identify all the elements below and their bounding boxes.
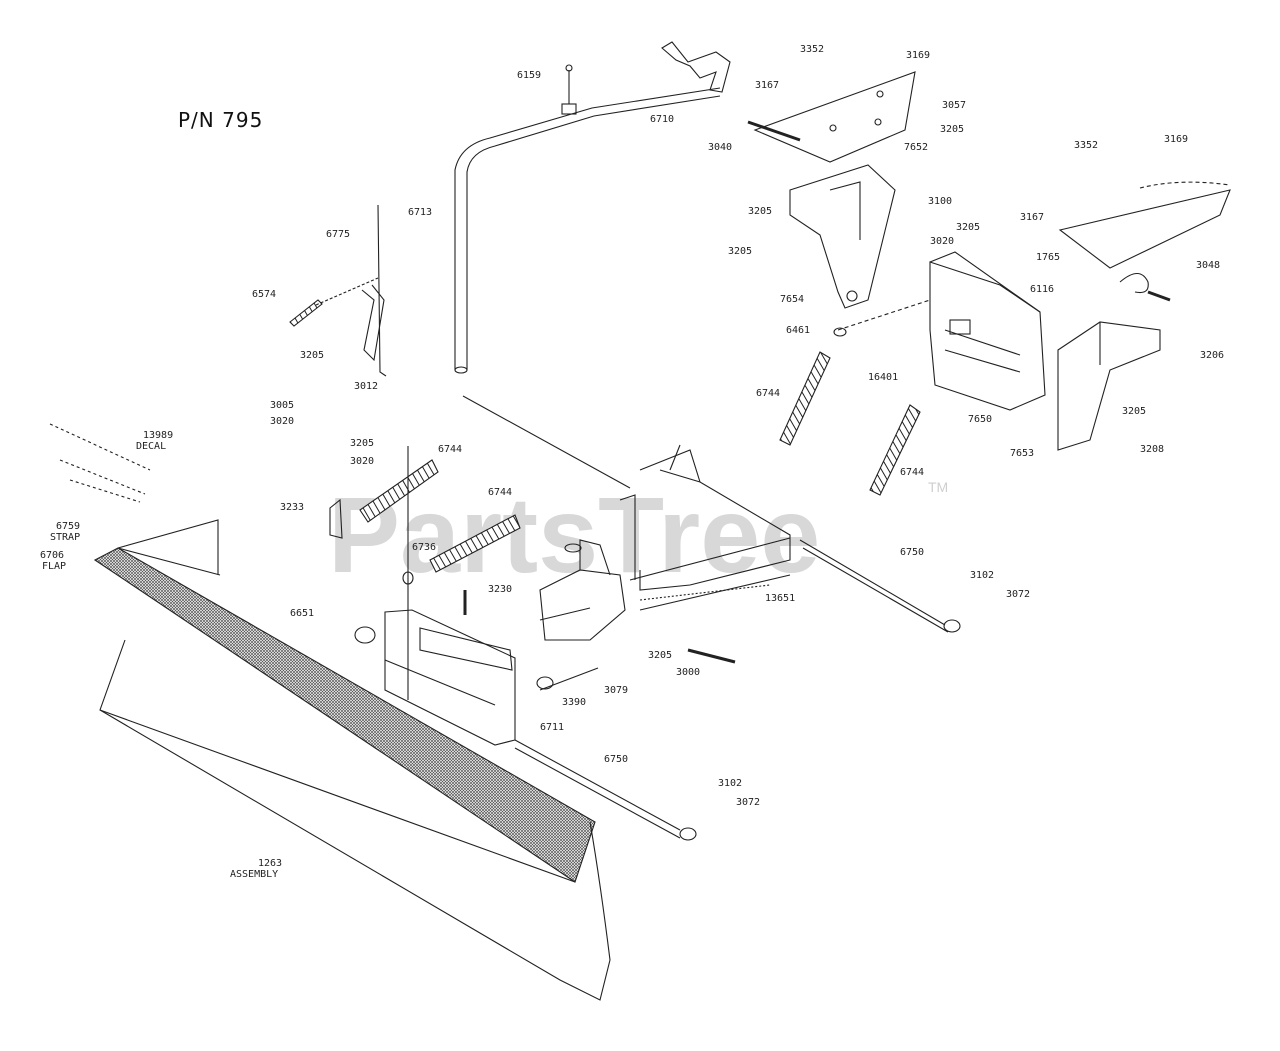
right-bracket-1765 <box>1058 189 1231 269</box>
label: 6744 <box>756 388 780 399</box>
label: 3205 <box>1122 406 1146 417</box>
bracket-7653 <box>1057 321 1161 451</box>
label: 3206 <box>1200 350 1224 361</box>
label: STRAP <box>50 532 80 543</box>
label: 3079 <box>604 685 628 696</box>
label: 6159 <box>517 70 541 81</box>
label: 7652 <box>904 142 928 153</box>
label: 13989 <box>143 430 173 441</box>
label: 3352 <box>1074 140 1098 151</box>
label: 3020 <box>270 416 294 427</box>
label: 3048 <box>1196 260 1220 271</box>
part-number-title: P/N 795 <box>178 108 264 132</box>
label: 3233 <box>280 502 304 513</box>
label: 3205 <box>300 350 324 361</box>
label: 3169 <box>1164 134 1188 145</box>
label: 6713 <box>408 207 432 218</box>
upper-bracket-7652 <box>753 71 916 163</box>
label: 6759 <box>56 521 80 532</box>
label: 3167 <box>755 80 779 91</box>
mount-block-7650 <box>929 261 1046 411</box>
label: 3012 <box>354 381 378 392</box>
handle-grip <box>661 41 731 93</box>
label: 3169 <box>906 50 930 61</box>
label: 3167 <box>1020 212 1044 223</box>
label: 3230 <box>488 584 512 595</box>
label: 3020 <box>930 236 954 247</box>
label: 7654 <box>780 294 804 305</box>
label: 3205 <box>940 124 964 135</box>
label: 3072 <box>1006 589 1030 600</box>
label: 1263 <box>258 858 282 869</box>
tie-rod-6750-right <box>799 539 946 626</box>
label: 6750 <box>900 547 924 558</box>
center-plate-6711 <box>384 609 516 746</box>
label: 6461 <box>786 325 810 336</box>
label: 7650 <box>968 414 992 425</box>
label: 3020 <box>350 456 374 467</box>
label: 7653 <box>1010 448 1034 459</box>
frame-7654 <box>789 164 896 309</box>
label: ASSEMBLY <box>230 869 278 880</box>
tie-rod-6750-front <box>514 739 681 831</box>
spring-6744-mid <box>779 351 831 446</box>
spring-clip-6574 <box>289 299 323 327</box>
label: 3005 <box>270 400 294 411</box>
label: 3100 <box>928 196 952 207</box>
label: 6706 <box>40 550 64 561</box>
label: 3102 <box>718 778 742 789</box>
label: 3205 <box>648 650 672 661</box>
spring-6744-right <box>869 404 921 496</box>
decal-13989 <box>49 423 151 503</box>
label: 3205 <box>748 206 772 217</box>
blade-6651 <box>93 547 596 883</box>
label: 3390 <box>562 697 586 708</box>
label: 3057 <box>942 100 966 111</box>
label: 6750 <box>604 754 628 765</box>
callout-labels: 6159 6710 6713 6775 6574 3205 3012 3005 … <box>40 44 1224 880</box>
label: 1765 <box>1036 252 1060 263</box>
label: 3205 <box>728 246 752 257</box>
label: 6651 <box>290 608 314 619</box>
label: 6744 <box>900 467 924 478</box>
label: 3205 <box>956 222 980 233</box>
blade-curve <box>99 639 611 1001</box>
label: 6116 <box>1030 284 1054 295</box>
label: 16401 <box>868 372 898 383</box>
label: 3352 <box>800 44 824 55</box>
label: 6775 <box>326 229 350 240</box>
label: 6744 <box>488 487 512 498</box>
label: 6736 <box>412 542 436 553</box>
label: 6744 <box>438 444 462 455</box>
spring-6744-front <box>429 514 521 573</box>
label: 6574 <box>252 289 276 300</box>
watermark-tm: TM <box>928 479 948 495</box>
label: 3072 <box>736 797 760 808</box>
label: 3000 <box>676 667 700 678</box>
label: 13651 <box>765 593 795 604</box>
label: 6710 <box>650 114 674 125</box>
watermark-text: PartsTree <box>328 474 820 595</box>
label: 3040 <box>708 142 732 153</box>
label: 3208 <box>1140 444 1164 455</box>
latch-rod <box>377 204 387 377</box>
label: 3205 <box>350 438 374 449</box>
label: FLAP <box>42 561 66 572</box>
lift-handle <box>454 87 721 370</box>
label: 6711 <box>540 722 564 733</box>
label: 3102 <box>970 570 994 581</box>
label: DECAL <box>136 441 166 452</box>
